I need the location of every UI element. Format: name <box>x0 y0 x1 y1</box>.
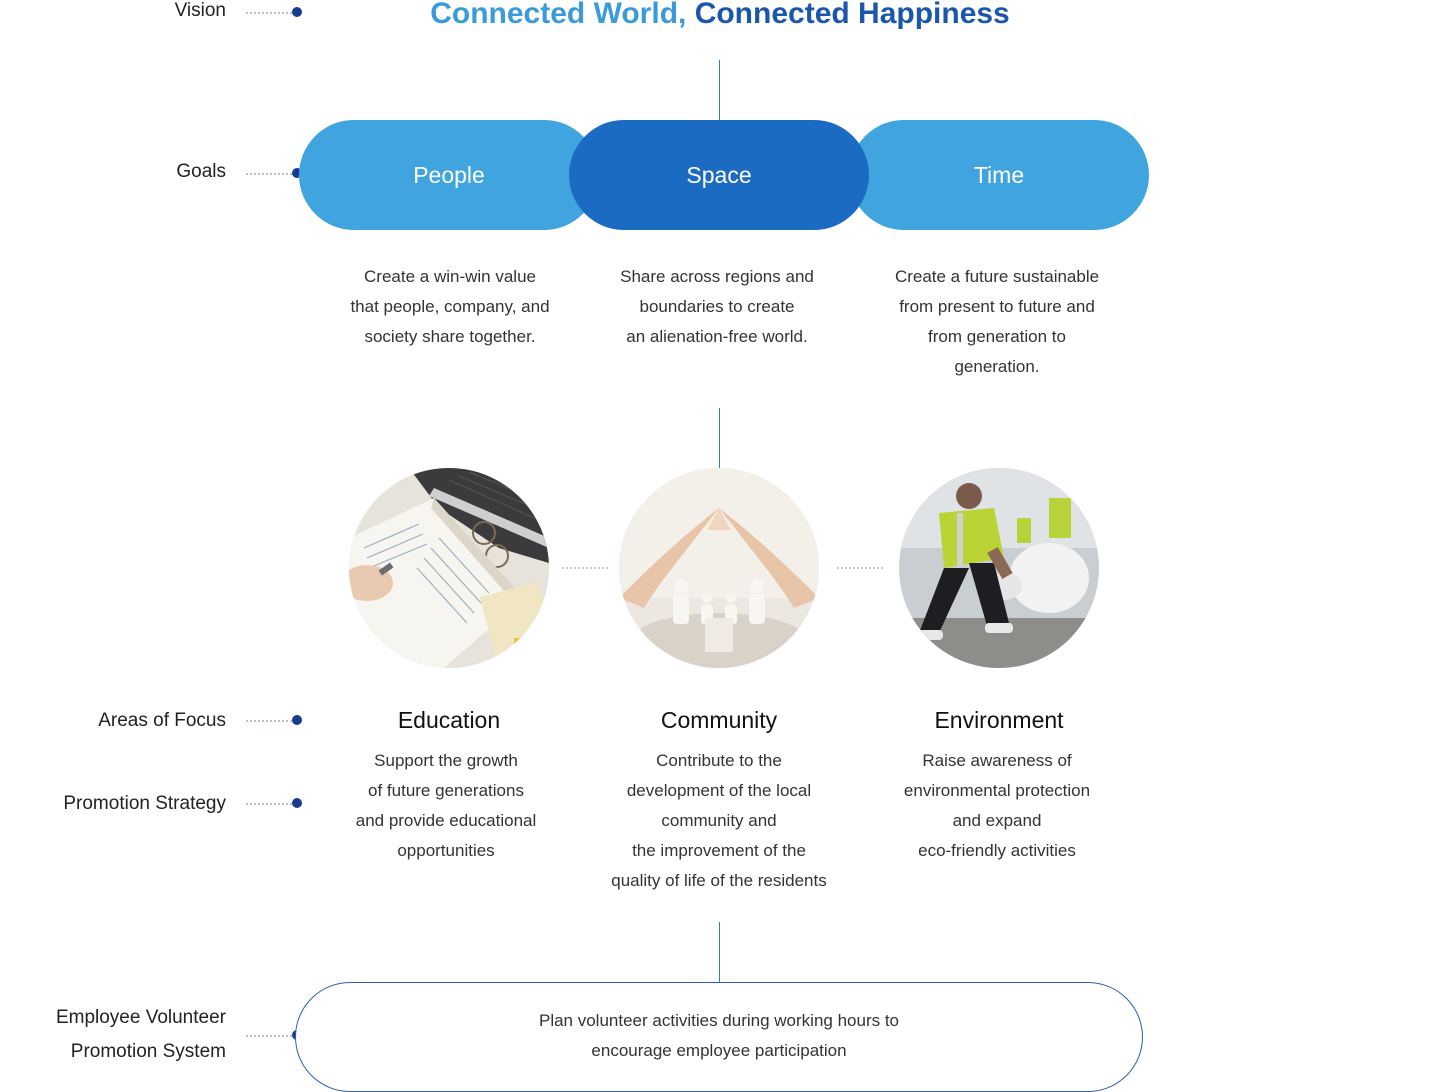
areas-of-focus-connector <box>246 720 292 722</box>
focus-title-community: Community <box>660 707 778 733</box>
strategy-community: Contribute to the development of the loc… <box>589 746 849 896</box>
strategy-line: Contribute to the <box>656 751 782 770</box>
strategy-line: community and <box>661 811 777 830</box>
community-photo <box>619 468 819 668</box>
promotion-strategy-dot <box>292 798 302 808</box>
education-photo <box>349 468 549 668</box>
strategy-line: eco-friendly activities <box>918 841 1076 860</box>
vision-connector <box>246 12 292 14</box>
volunteer-system-text: Plan volunteer activities during working… <box>295 1006 1143 1066</box>
goal-desc-line: boundaries to create <box>639 297 795 316</box>
goal-desc-line: generation. <box>954 357 1040 376</box>
strategy-line: of future generations <box>368 781 524 800</box>
goal-desc-line: an alienation-free world. <box>626 327 808 346</box>
volunteer-text-line1: Plan volunteer activities during working… <box>538 1011 900 1030</box>
strategy-environment: Raise awareness of environmental protect… <box>877 746 1117 866</box>
goal-desc-line: Share across regions and <box>620 267 814 286</box>
goals-label: Goals <box>176 161 226 182</box>
strategy-line: quality of life of the residents <box>611 871 827 890</box>
goal-desc-line: Create a future sustainable <box>894 267 1100 286</box>
goals-dot <box>292 168 302 178</box>
strategy-line: opportunities <box>397 841 495 860</box>
goal-desc-line: that people, company, and <box>350 297 550 316</box>
strategy-line: and provide educational <box>355 811 537 830</box>
vision-goals-line <box>719 60 720 120</box>
goal-description-people: Create a win-win value that people, comp… <box>330 262 570 352</box>
volunteer-system-pill <box>295 982 1143 1092</box>
goal-desc-line: society share together. <box>364 327 536 346</box>
volunteer-label: Employee Volunteer Promotion System <box>56 1001 226 1069</box>
strategy-line: development of the local <box>626 781 812 800</box>
goal-pill-space: Space <box>569 120 869 230</box>
strategy-education: Support the growth of future generations… <box>326 746 566 866</box>
goal-desc-line: Create a win-win value <box>364 267 536 286</box>
circle-link-left <box>562 567 608 569</box>
environment-photo <box>899 468 1099 668</box>
vision-label: Vision <box>174 0 226 21</box>
goal-description-time: Create a future sustainable from present… <box>877 262 1117 382</box>
promotion-strategy-label: Promotion Strategy <box>63 793 226 814</box>
volunteer-label-line2: Promotion System <box>70 1041 226 1062</box>
areas-of-focus-dot <box>292 715 302 725</box>
goal-name-time: Time <box>973 161 1025 188</box>
goals-connector <box>246 173 292 175</box>
goal-desc-line: from present to future and <box>899 297 1095 316</box>
focus-title-environment: Environment <box>934 707 1064 733</box>
strategy-line: the improvement of the <box>632 841 806 860</box>
goals-focus-line <box>719 408 720 468</box>
focus-volunteer-line <box>719 922 720 982</box>
strategy-line: Support the growth <box>374 751 518 770</box>
volunteer-label-line1: Employee Volunteer <box>55 1007 226 1028</box>
goal-pill-people: People <box>299 120 599 230</box>
volunteer-text-line2: encourage employee participation <box>591 1041 847 1060</box>
areas-of-focus-label: Areas of Focus <box>98 710 226 731</box>
goal-name-space: Space <box>686 161 752 188</box>
volunteer-connector <box>246 1035 292 1037</box>
circle-link-right <box>837 567 883 569</box>
vision-title-part2: Connected Happiness <box>694 0 1010 30</box>
promotion-strategy-connector <box>246 803 292 805</box>
vision-title-part1: Connected World, <box>430 0 695 30</box>
vision-dot <box>292 7 302 17</box>
goal-pill-time: Time <box>849 120 1149 230</box>
goal-desc-line: from generation to <box>928 327 1066 346</box>
strategy-line: Raise awareness of <box>922 751 1072 770</box>
goal-description-space: Share across regions and boundaries to c… <box>597 262 837 352</box>
goal-name-people: People <box>413 161 485 188</box>
focus-title-education: Education <box>397 707 501 733</box>
strategy-line: environmental protection <box>903 781 1091 800</box>
vision-title: Connected World, Connected Happiness <box>0 0 1440 34</box>
strategy-line: and expand <box>952 811 1042 830</box>
